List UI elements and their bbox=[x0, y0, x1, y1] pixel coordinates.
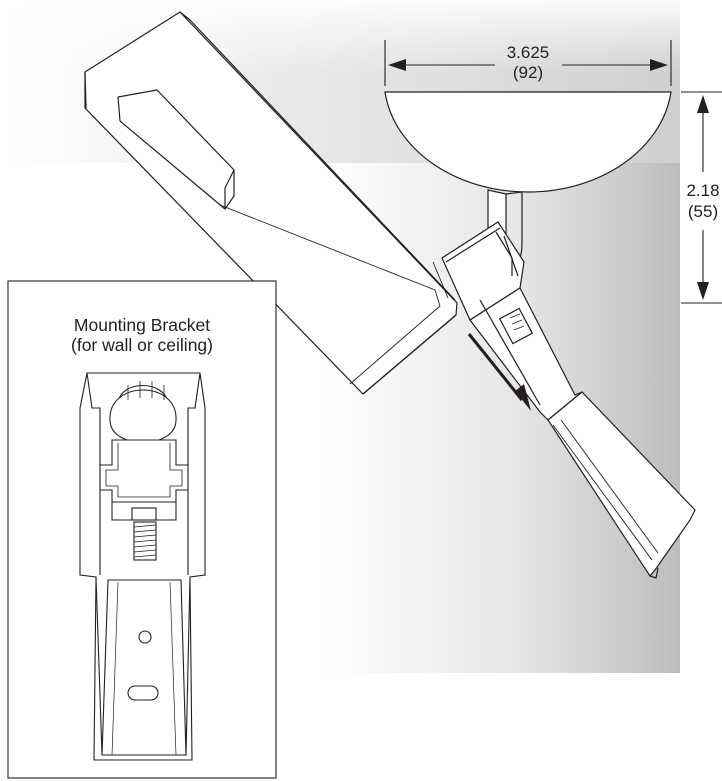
sensor-body bbox=[469, 287, 696, 579]
mounting-bracket-inset: Mounting Bracket (for wall or ceiling) bbox=[7, 280, 277, 779]
width-dimension: 3.625 (92) bbox=[384, 40, 672, 86]
slide-direction-arrow bbox=[467, 333, 531, 411]
inset-title-line1: Mounting Bracket bbox=[74, 315, 210, 335]
mounting-bracket bbox=[79, 372, 206, 761]
width-dimension-value: 3.625 bbox=[507, 43, 550, 62]
height-dimension-metric: (55) bbox=[688, 202, 718, 221]
inset-title-line2: (for wall or ceiling) bbox=[71, 335, 213, 355]
height-dimension-value: 2.18 bbox=[686, 181, 719, 200]
height-dimension: 2.18 (55) bbox=[681, 91, 722, 304]
sensor-cover bbox=[84, 11, 458, 395]
width-dimension-metric: (92) bbox=[513, 63, 543, 82]
